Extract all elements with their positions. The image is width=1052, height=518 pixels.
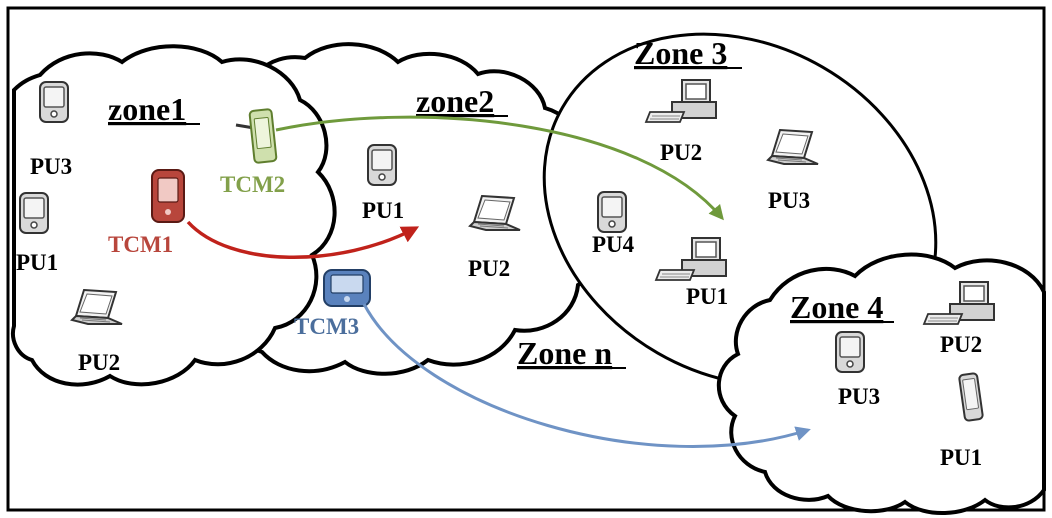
zone4-pu3-label: PU3 xyxy=(838,384,880,409)
zone1-pu3-tablet-icon xyxy=(39,81,69,123)
zone4-pu3-tablet-icon xyxy=(835,331,865,373)
tcm2-device-icon xyxy=(235,108,278,164)
zone2-pu1-tablet-icon xyxy=(367,144,397,186)
zone2-label: zone2 xyxy=(416,83,494,119)
zone1-pu3-label: PU3 xyxy=(30,154,72,179)
tcm2-label: TCM2 xyxy=(220,172,285,197)
zone1-pu1-tablet-icon xyxy=(19,192,49,234)
tcm1-device-icon xyxy=(151,169,185,223)
zone3-pu4-label: PU4 xyxy=(592,232,635,257)
tcm2-to-zone3-arrow xyxy=(275,115,724,221)
zone2-pu1-label: PU1 xyxy=(362,198,404,223)
zone4-label: Zone 4 xyxy=(790,289,883,325)
zone3-pu4-tablet-icon xyxy=(597,191,627,233)
zone3-pu3-label: PU3 xyxy=(768,188,810,213)
zone4-pu2-label: PU2 xyxy=(940,332,982,357)
zonen-label: Zone n xyxy=(517,335,612,371)
tcm1-label: TCM1 xyxy=(108,232,173,257)
tcm3-to-zone4-arrow xyxy=(362,303,811,448)
zone1-pu1-label: PU1 xyxy=(16,250,58,275)
zone3-label: Zone 3 xyxy=(634,35,727,71)
tcm1-to-zone2-arrow xyxy=(186,220,420,260)
zone4-pu1-label: PU1 xyxy=(940,445,982,470)
tcm3-label: TCM3 xyxy=(294,314,359,339)
zone3-pu2-label: PU2 xyxy=(660,140,702,165)
tcm3-device-icon xyxy=(323,269,371,307)
zone3-pu1-label: PU1 xyxy=(686,284,728,309)
zone1-label: zone1 xyxy=(108,91,186,127)
zone2-pu2-label: PU2 xyxy=(468,256,510,281)
zone1-pu2-label: PU2 xyxy=(78,350,120,375)
